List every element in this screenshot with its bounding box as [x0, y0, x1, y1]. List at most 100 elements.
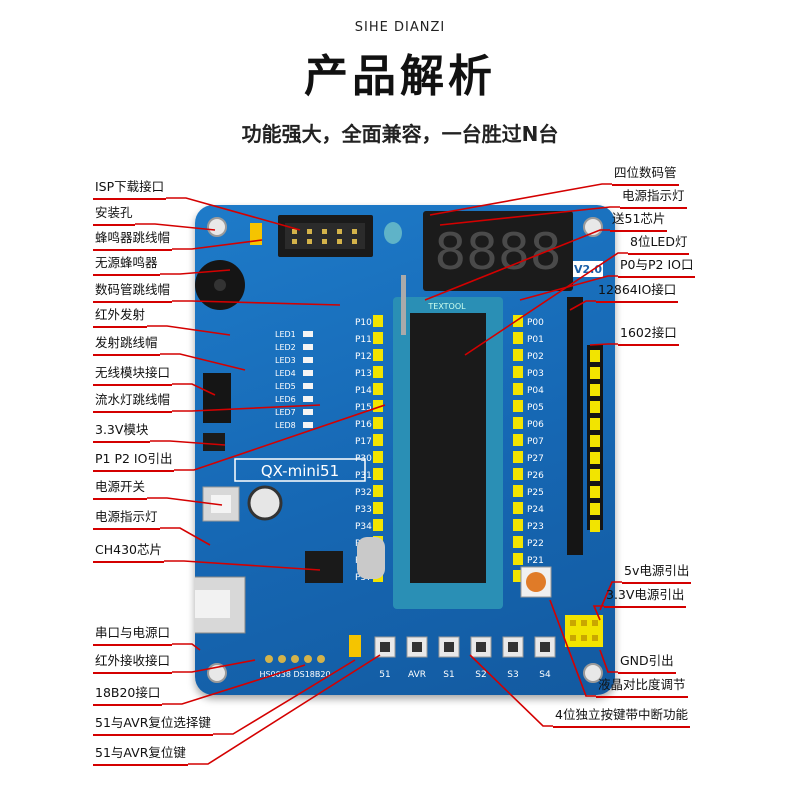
header-pin — [513, 315, 523, 327]
led — [303, 370, 313, 376]
callout-line — [160, 527, 211, 546]
header-pin — [590, 350, 600, 362]
header-pin — [590, 520, 600, 532]
header-pin — [373, 315, 383, 327]
four-digit-display — [423, 211, 573, 291]
header-pin — [373, 349, 383, 361]
header-pin — [513, 570, 523, 582]
callout-line — [599, 581, 622, 611]
silk-pin-label: P24 — [527, 505, 544, 515]
button-cap — [412, 642, 422, 652]
header-pin — [513, 502, 523, 514]
silk-led-label: LED8 — [275, 421, 296, 430]
silk-right-pins: P00P01P02P03P04P05P06P07P27P26P25P24P23P… — [527, 318, 544, 583]
callout-label-left: 3.3V模块 — [93, 419, 151, 443]
callout-line — [166, 197, 301, 231]
brand-text: SIHE DIANZI — [354, 20, 446, 35]
silk-pin-label: P02 — [527, 352, 544, 362]
board-name: QX-mini51 — [261, 462, 339, 480]
callout-label-right: 送51芯片 — [610, 208, 668, 232]
callout-label-right: 12864IO接口 — [596, 279, 679, 303]
callout-line — [464, 252, 628, 356]
header-pin — [373, 400, 383, 412]
callout-line — [172, 239, 263, 250]
callout-label-left: ISP下载接口 — [93, 176, 167, 200]
callout-label-left: 51与AVR复位键 — [93, 742, 188, 766]
callout-line — [160, 353, 246, 371]
button-label: S2 — [475, 670, 486, 680]
callout-label-right: 液晶对比度调节 — [596, 674, 688, 698]
silk-pin-label: P21 — [527, 556, 544, 566]
version-badge — [573, 261, 603, 277]
crystal — [357, 537, 385, 579]
callout-line — [549, 599, 596, 697]
silk-pin-label: P22 — [527, 539, 544, 549]
callout-line — [172, 404, 321, 412]
led — [303, 357, 313, 363]
callout-label-left: 18B20接口 — [93, 682, 163, 706]
header-pin — [373, 468, 383, 480]
header-1602-pins — [590, 350, 600, 532]
silk-pin-label: P15 — [355, 403, 372, 413]
header-pin — [373, 332, 383, 344]
silk-pin-label: P17 — [355, 437, 372, 447]
silk-pin-label: P03 — [527, 369, 544, 379]
header-pin — [373, 485, 383, 497]
sensor-silk: HS0038 DS18B20 — [259, 670, 330, 679]
sensor-pin — [278, 655, 286, 663]
button-cap — [380, 642, 390, 652]
version-text: V2.0 — [574, 263, 602, 276]
callout-label-right: 四位数码管 — [612, 162, 679, 186]
button-label: S3 — [507, 670, 518, 680]
callout-label-left: 电源指示灯 — [93, 506, 160, 530]
callout-line — [429, 183, 612, 216]
callout-label-right: 电源指示灯 — [620, 185, 687, 209]
callout-line — [147, 497, 223, 506]
callout-label-right: GND引出 — [618, 650, 676, 674]
sensor-pin — [291, 655, 299, 663]
header-pin — [590, 401, 600, 413]
button-cap — [540, 642, 550, 652]
header-pin — [373, 383, 383, 395]
callout-line — [569, 300, 596, 311]
silk-pin-label: P26 — [527, 471, 544, 481]
header-pin — [373, 417, 383, 429]
callout-label-right: 5v电源引出 — [622, 560, 692, 584]
callout-line — [172, 659, 256, 673]
button-cap — [476, 642, 486, 652]
callout-label-right: 3.3V电源引出 — [604, 584, 687, 608]
page-title: 产品解析 — [304, 51, 496, 102]
silk-pin-label: P11 — [355, 335, 372, 345]
sensor-header — [265, 655, 325, 663]
silk-pin-label: P13 — [355, 369, 372, 379]
callout-line — [213, 659, 356, 735]
header-pin — [513, 366, 523, 378]
header-pin — [373, 434, 383, 446]
header-pin — [513, 468, 523, 480]
sensor-pin — [265, 655, 273, 663]
header-pin — [513, 417, 523, 429]
callout-line — [589, 343, 618, 346]
header-pin — [590, 384, 600, 396]
header-pin — [590, 418, 600, 430]
led — [303, 344, 313, 350]
header-pin — [513, 536, 523, 548]
header-pin — [513, 383, 523, 395]
mcu-chip — [410, 313, 486, 583]
callout-line — [162, 664, 306, 705]
callout-label-left: 无线模块接口 — [93, 362, 173, 386]
callout-line — [164, 560, 321, 571]
silk-led-label: LED5 — [275, 382, 296, 391]
silk-pin-label: P25 — [527, 488, 544, 498]
silk-led-label: LED7 — [275, 408, 296, 417]
callout-line — [135, 223, 216, 231]
callout-line — [599, 649, 618, 673]
button-label: 51 — [379, 670, 390, 680]
callout-label-right: P0与P2 IO口 — [618, 254, 696, 278]
callout-label-left: 电源开关 — [93, 476, 148, 500]
header-pin — [590, 435, 600, 447]
callout-label-left: P1 P2 IO引出 — [93, 448, 175, 472]
